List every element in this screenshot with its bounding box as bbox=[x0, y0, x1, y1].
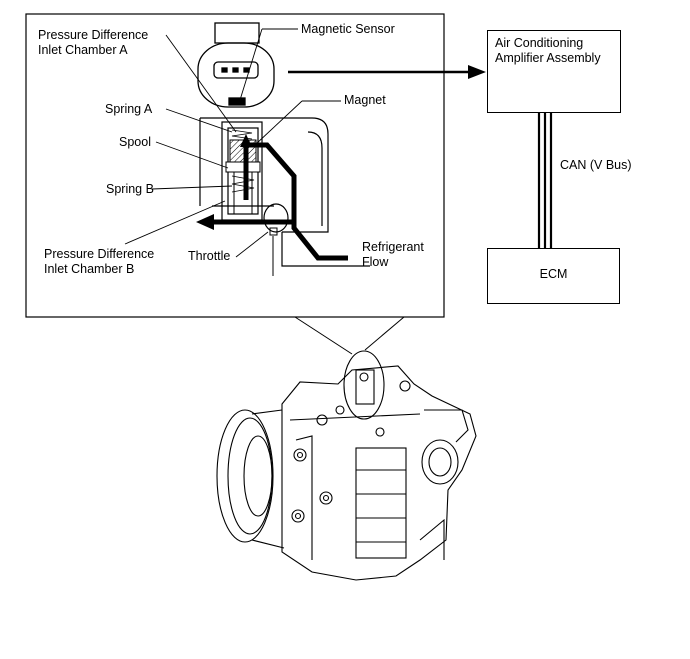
pressure-chamber-b-label-line1: Pressure Difference bbox=[44, 247, 155, 261]
amplifier-label-line2: Amplifier Assembly bbox=[495, 51, 601, 65]
ecm-block: ECM bbox=[487, 248, 620, 304]
detail-inset-frame bbox=[25, 13, 445, 318]
spring-b-label: Spring B bbox=[106, 182, 154, 196]
pressure-chamber-a-label-line1: Pressure Difference bbox=[38, 28, 149, 42]
compressor-illustration bbox=[216, 350, 477, 581]
spring-b bbox=[231, 175, 255, 193]
refrigerant-flow-label-line1: Refrigerant bbox=[362, 240, 424, 254]
pressure-chamber-a-label-line2: Inlet Chamber A bbox=[38, 43, 128, 57]
can-bus-lines bbox=[537, 112, 553, 248]
pressure-chamber-b-label-line2: Inlet Chamber B bbox=[44, 262, 135, 276]
flow-arrow-up bbox=[240, 134, 252, 147]
can-bus-label: CAN (V Bus) bbox=[560, 158, 632, 172]
flow-arrow-left bbox=[196, 214, 214, 230]
valve-housing bbox=[199, 117, 370, 267]
spool-label: Spool bbox=[119, 135, 151, 149]
magnetic-sensor-label: Magnetic Sensor bbox=[301, 22, 395, 36]
ecm-label: ECM bbox=[539, 267, 568, 281]
spool-part bbox=[225, 161, 261, 173]
signal-arrow bbox=[468, 65, 486, 79]
throttle-circle bbox=[263, 203, 289, 233]
air-conditioning-amplifier-assembly: Air Conditioning Amplifier Assembly bbox=[487, 30, 621, 113]
throttle-label: Throttle bbox=[188, 249, 231, 263]
refrigerant-flow-label-line2: Flow bbox=[362, 255, 389, 269]
magnetic-sensor-connector bbox=[197, 22, 275, 108]
amplifier-label-line1: Air Conditioning bbox=[495, 36, 584, 50]
magnet-label: Magnet bbox=[344, 93, 386, 107]
spring-a bbox=[231, 129, 253, 140]
spring-a-label: Spring A bbox=[105, 102, 153, 116]
